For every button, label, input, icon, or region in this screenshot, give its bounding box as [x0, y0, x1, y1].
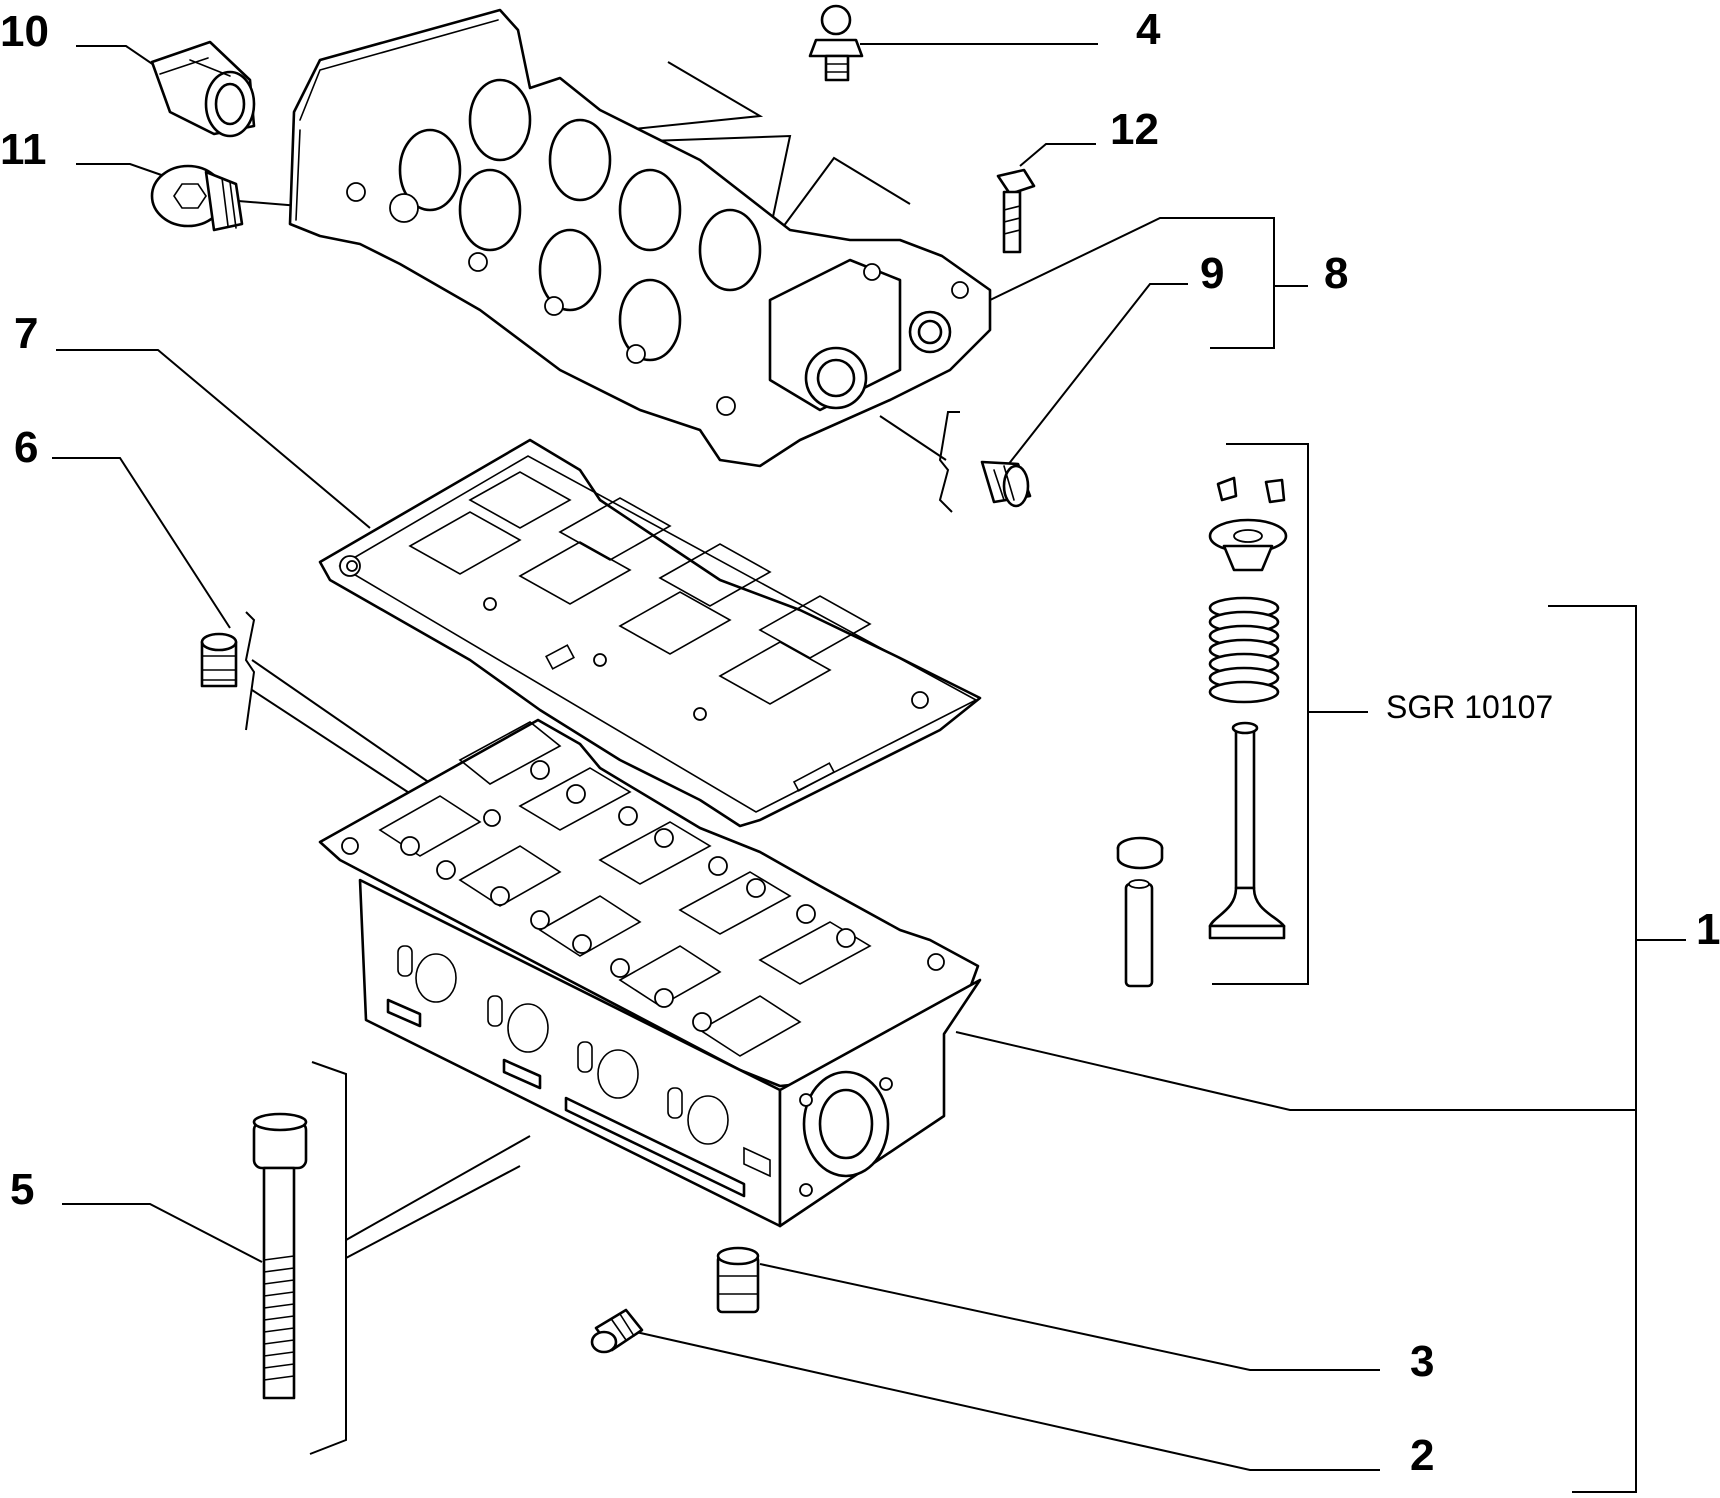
valve-spring [1208, 596, 1280, 704]
socket-plug-part-11 [150, 164, 244, 232]
callout-7: 7 [14, 309, 38, 358]
callout-6: 6 [14, 423, 38, 472]
valve-stem-holes [341, 760, 945, 1032]
reference-code: SGR 10107 [1386, 689, 1553, 725]
camshaft-carrier-part-8 [288, 8, 992, 468]
head-bolt-part-5 [252, 1112, 308, 1400]
leader-lines [52, 43, 1686, 1493]
valve-assembly-group [1116, 476, 1288, 988]
callout-2: 2 [1410, 1431, 1434, 1480]
callout-4: 4 [1136, 5, 1161, 54]
callout-10: 10 [0, 7, 49, 56]
callout-12: 12 [1110, 105, 1159, 154]
bush-part-9 [980, 460, 1032, 508]
callout-5: 5 [10, 1165, 34, 1214]
bolt-part-12 [996, 168, 1036, 254]
callout-8: 8 [1324, 249, 1348, 298]
callout-1: 1 [1696, 905, 1720, 954]
callout-11: 11 [0, 125, 47, 174]
dowel-part-3 [716, 1246, 760, 1314]
ball-stud-part-4 [808, 4, 864, 82]
dowel-sleeve-part-6 [200, 632, 238, 688]
valve [1208, 721, 1286, 940]
plug-part-10 [150, 40, 256, 138]
valve-pockets [378, 721, 872, 1057]
callout-9: 9 [1200, 249, 1224, 298]
cylinder-head-part-1 [318, 718, 982, 1228]
callout-3: 3 [1410, 1337, 1434, 1386]
intake-ports [397, 945, 729, 1145]
gasket-part-7 [318, 438, 982, 828]
cam-lobes [398, 78, 762, 362]
bolt-thread [263, 1255, 295, 1381]
threaded-plug-part-2 [590, 1308, 644, 1354]
gasket-combustion-openings [408, 471, 872, 705]
